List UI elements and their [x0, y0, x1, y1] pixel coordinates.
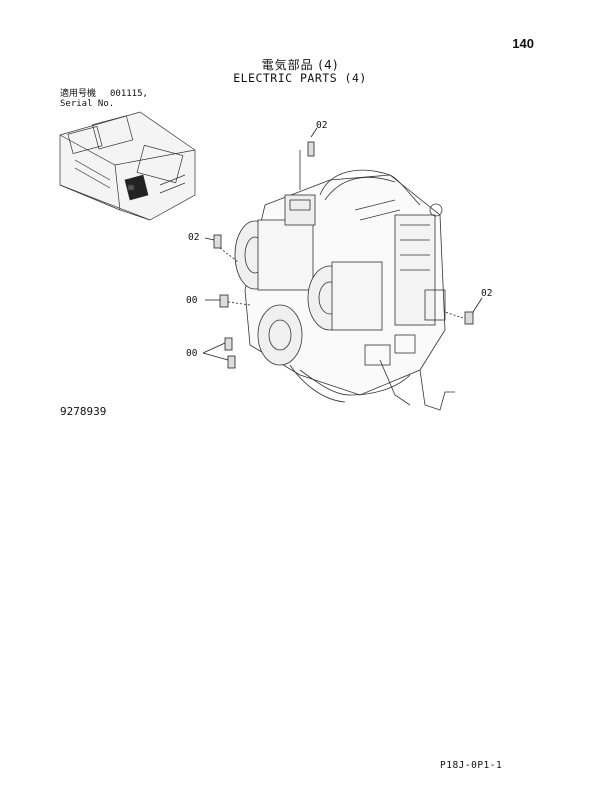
page-number: 140	[512, 36, 534, 51]
callout-label: 02	[188, 232, 200, 243]
machine-overview-thumbnail	[59, 111, 196, 221]
callout-label: 02	[481, 288, 493, 299]
sensor-parts	[202, 127, 483, 369]
sensor-lower-b	[227, 355, 236, 369]
figure-number: 9278939	[60, 405, 107, 418]
serial-value: 001115,	[110, 89, 148, 99]
sensor-right	[464, 311, 474, 325]
transmission-assembly	[234, 150, 455, 411]
sensor-lower-a	[224, 337, 233, 351]
callout-label: 00	[186, 295, 198, 306]
sensor-middle	[219, 294, 229, 308]
title-japanese: 電気部品 (4)	[261, 58, 339, 72]
callout-label: 00	[186, 348, 198, 359]
sensor-left	[213, 234, 222, 249]
callout-label: 02	[316, 120, 328, 131]
serial-label: 適用号機 Serial No.	[60, 89, 114, 109]
serial-label-en: Serial No.	[60, 99, 115, 109]
sensor-top	[307, 141, 315, 157]
footer-code: P18J-0P1-1	[440, 760, 503, 771]
title-english: ELECTRIC PARTS (4)	[233, 71, 367, 85]
serial-label-jp: 適用号機	[60, 89, 97, 99]
